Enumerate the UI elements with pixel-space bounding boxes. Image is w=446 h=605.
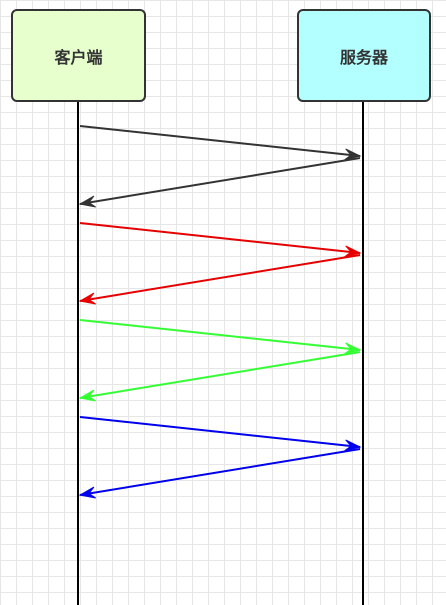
message-arrow-6 [78, 351, 361, 402]
messages [78, 125, 362, 499]
server-label: 服务器 [339, 49, 388, 67]
arrowhead-icon [78, 486, 96, 499]
message-arrow-5 [79, 319, 362, 355]
message-line [79, 254, 361, 302]
arrowhead-icon [344, 439, 362, 452]
message-arrow-4 [78, 254, 361, 305]
message-line [79, 416, 361, 448]
client-label: 客户端 [54, 49, 103, 67]
arrowhead-icon [344, 245, 362, 258]
message-arrow-7 [79, 416, 362, 452]
message-line [79, 125, 361, 157]
message-arrow-8 [78, 448, 361, 499]
message-arrow-1 [79, 125, 362, 161]
message-line [79, 319, 361, 351]
message-line [79, 157, 361, 205]
arrowhead-icon [78, 389, 96, 402]
message-line [79, 222, 361, 254]
message-line [79, 448, 361, 496]
arrowhead-icon [344, 148, 362, 161]
message-line [79, 351, 361, 399]
server-node[interactable]: 服务器 [297, 9, 431, 102]
arrowhead-icon [78, 195, 96, 208]
lifelines [77, 102, 364, 605]
client-node[interactable]: 客户端 [11, 9, 146, 102]
arrowhead-icon [78, 292, 96, 305]
message-arrow-2 [78, 157, 361, 208]
message-arrow-3 [79, 222, 362, 258]
arrowhead-icon [344, 342, 362, 355]
